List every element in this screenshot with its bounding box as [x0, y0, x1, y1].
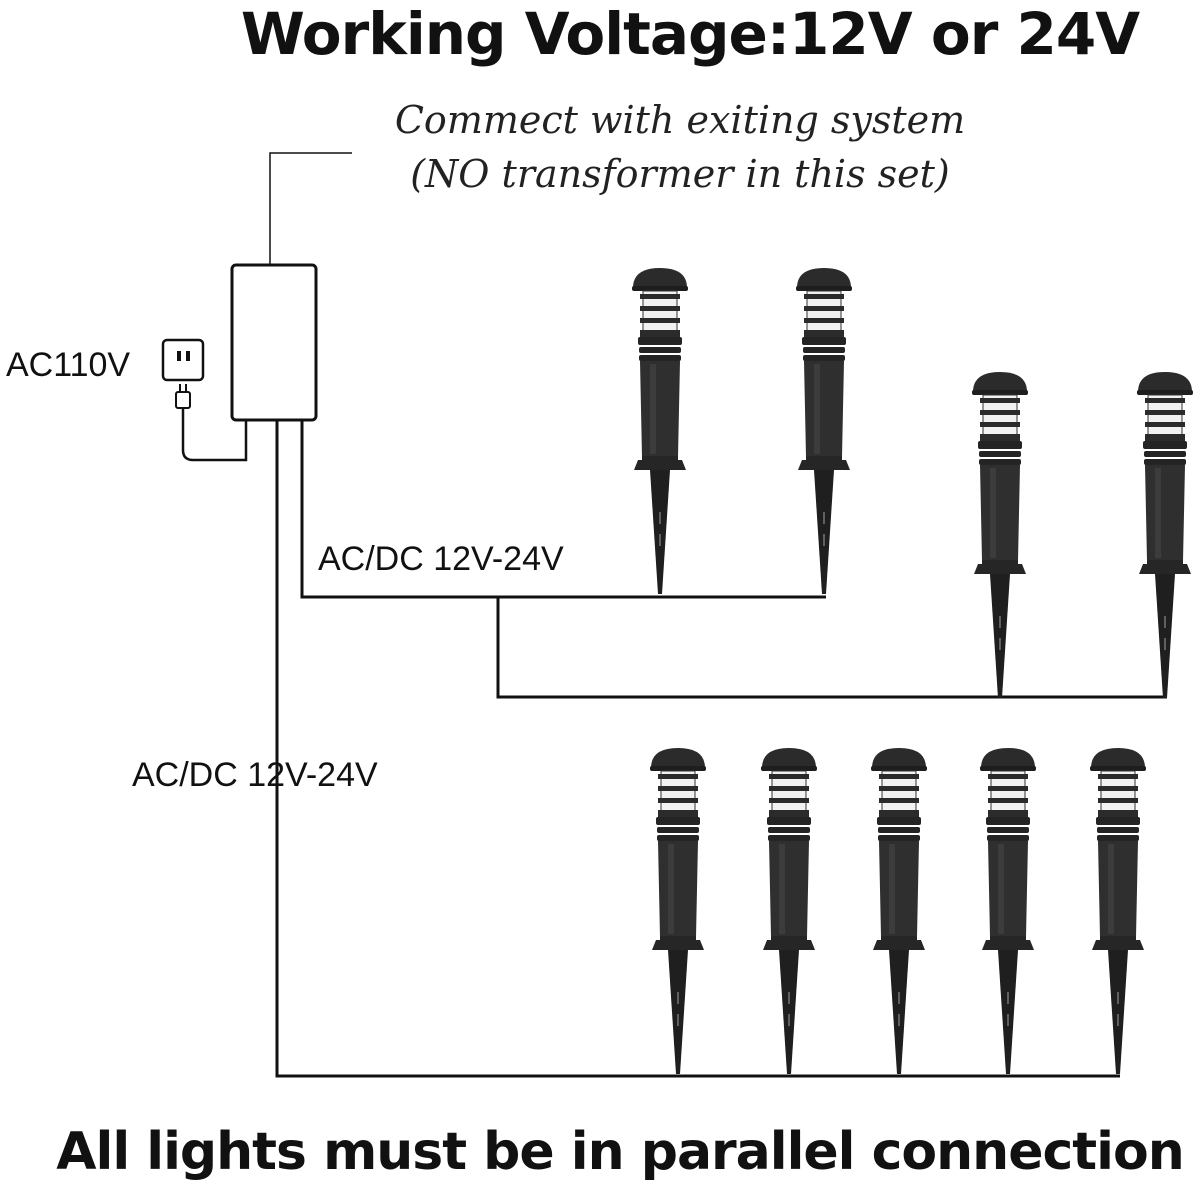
- page-title: Working Voltage:12V or 24V: [240, 0, 1140, 68]
- branch-top-voltage-label: AC/DC 12V-24V: [318, 540, 564, 578]
- note-line-2: (NO transformer in this set): [410, 152, 950, 196]
- pathway-light-icon: [971, 371, 1029, 699]
- parallel-connection-note: All lights must be in parallel connectio…: [56, 1122, 1184, 1182]
- mains-voltage-label: AC110V: [6, 346, 131, 384]
- pathway-light-icon: [649, 747, 707, 1075]
- pathway-light-icon: [870, 747, 928, 1075]
- branch-bottom-voltage-label: AC/DC 12V-24V: [132, 756, 378, 794]
- pathway-light-icon: [631, 267, 689, 595]
- pathway-light-icon: [979, 747, 1037, 1075]
- wall-outlet-icon: [161, 338, 205, 382]
- wiring: [275, 420, 1167, 1078]
- note-leader-line: [269, 152, 352, 265]
- pathway-light-icon: [1089, 747, 1147, 1075]
- plug-icon: [175, 384, 248, 462]
- pathway-light-icon: [795, 267, 853, 595]
- pathway-light-icon: [760, 747, 818, 1075]
- transformer-box-icon: [230, 263, 318, 422]
- note-line-1: Commect with exiting system: [394, 98, 966, 142]
- pathway-light-icon: [1136, 371, 1194, 699]
